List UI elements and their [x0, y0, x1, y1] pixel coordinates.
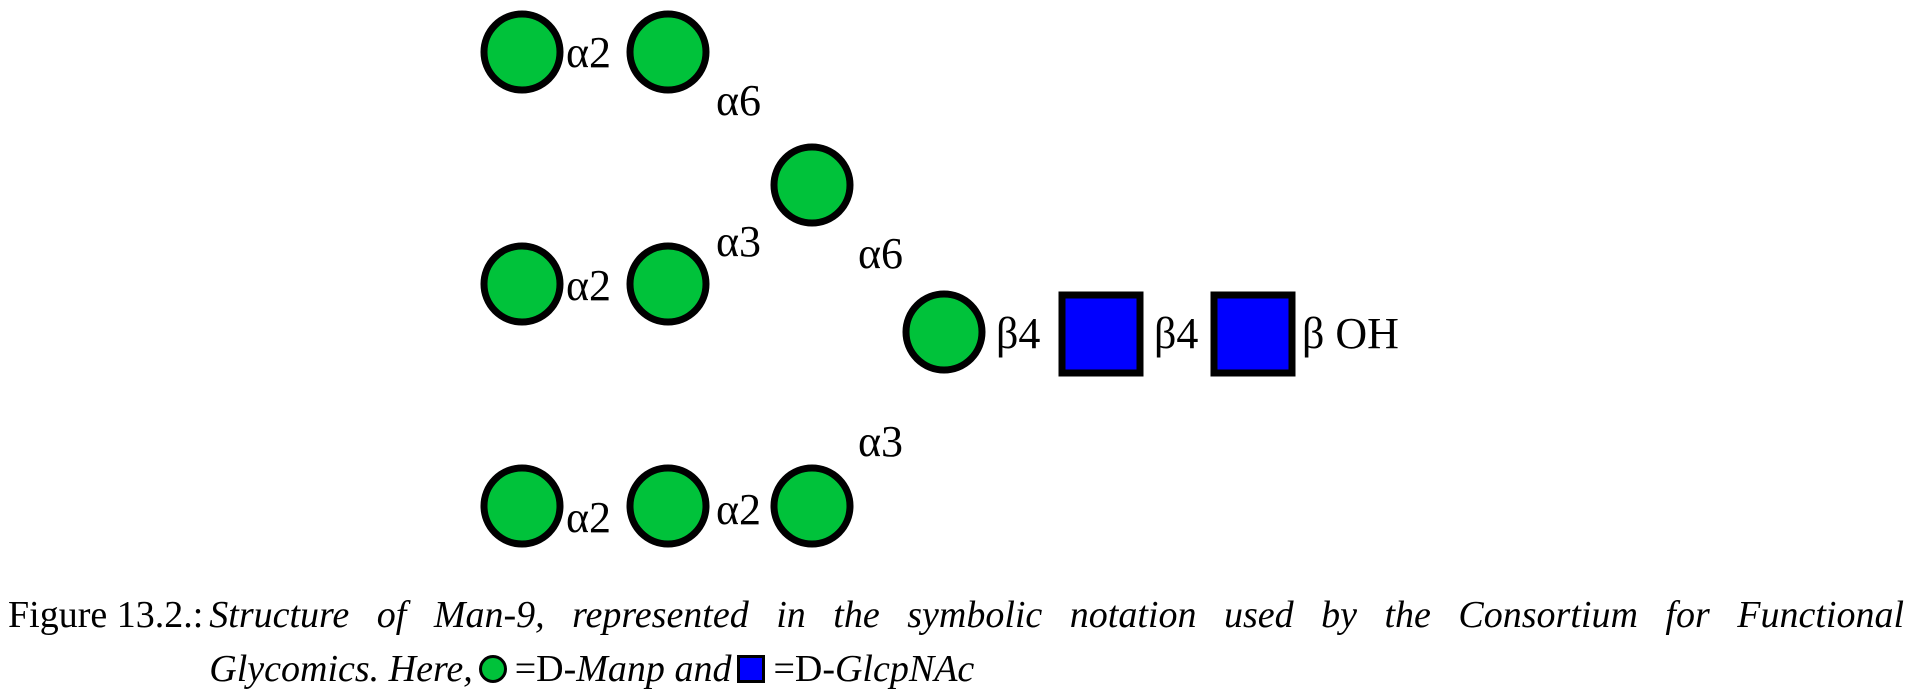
legend-and: and	[674, 648, 732, 690]
legend-equals-man: =	[514, 648, 537, 690]
figure-number: Figure 13.2.:	[8, 594, 204, 636]
legend-mannose-circle-icon	[478, 655, 507, 683]
linkage-label-mid-a3: α3	[716, 217, 761, 266]
linkage-label-glcnac-b4: β4	[1154, 309, 1198, 358]
mannose-residue-bottom-mid	[626, 464, 710, 548]
caption-text: Structure of Man-9, represented in the s…	[209, 588, 1904, 696]
legend-d-man: D	[536, 648, 564, 690]
mannose-residue-bottom-right	[770, 464, 854, 548]
mannose-residue-bottom-left	[480, 464, 564, 548]
mannose-residue-core	[902, 290, 986, 374]
linkage-label-branch-a6: α6	[858, 229, 903, 278]
legend-d-glcnac: D	[794, 648, 823, 690]
linkage-label-core-b4: β4	[996, 309, 1040, 358]
linkage-label-top-a6: α6	[716, 76, 761, 125]
glcnac-residue-1	[1058, 291, 1144, 377]
mannose-residue-top-right	[626, 10, 710, 94]
legend-equals-glcnac: =	[773, 648, 795, 690]
linkage-label-bottom-a2-first: α2	[566, 493, 611, 542]
figure-caption: Figure 13.2.: Structure of Man-9, repres…	[8, 588, 1904, 696]
mannose-residue-mid-left	[480, 242, 564, 326]
caption-line-1: Structure of Man-9, represented in the s…	[209, 594, 1904, 636]
caption-line-2: Glycomics. Here,=D-Manp and=D-GlcpNAc	[209, 642, 1904, 696]
glcnac-residue-2	[1210, 291, 1296, 377]
mannose-residue-mid-right	[626, 242, 710, 326]
mannose-residue-top-left	[480, 10, 564, 94]
caption-legend-prefix: Glycomics. Here,	[209, 648, 473, 690]
mannose-residue-upper-branch	[770, 143, 854, 227]
linkage-label-top-a2: α2	[566, 28, 611, 77]
legend-glcnac-square-icon	[737, 655, 766, 683]
linkage-label-bottom-a2-second: α2	[716, 485, 761, 534]
man9-glycan-diagram: α2 α6 α2 α3 α6 β4 β4 α2 α2 α3 β OH	[480, 10, 1399, 548]
legend-man-name: -Manp	[563, 648, 665, 690]
reducing-end-label: β OH	[1302, 309, 1399, 358]
linkage-label-mid-a2: α2	[566, 261, 611, 310]
linkage-label-bottom-a3: α3	[858, 417, 903, 466]
legend-glcnac-name: -GlcpNAc	[822, 648, 975, 690]
